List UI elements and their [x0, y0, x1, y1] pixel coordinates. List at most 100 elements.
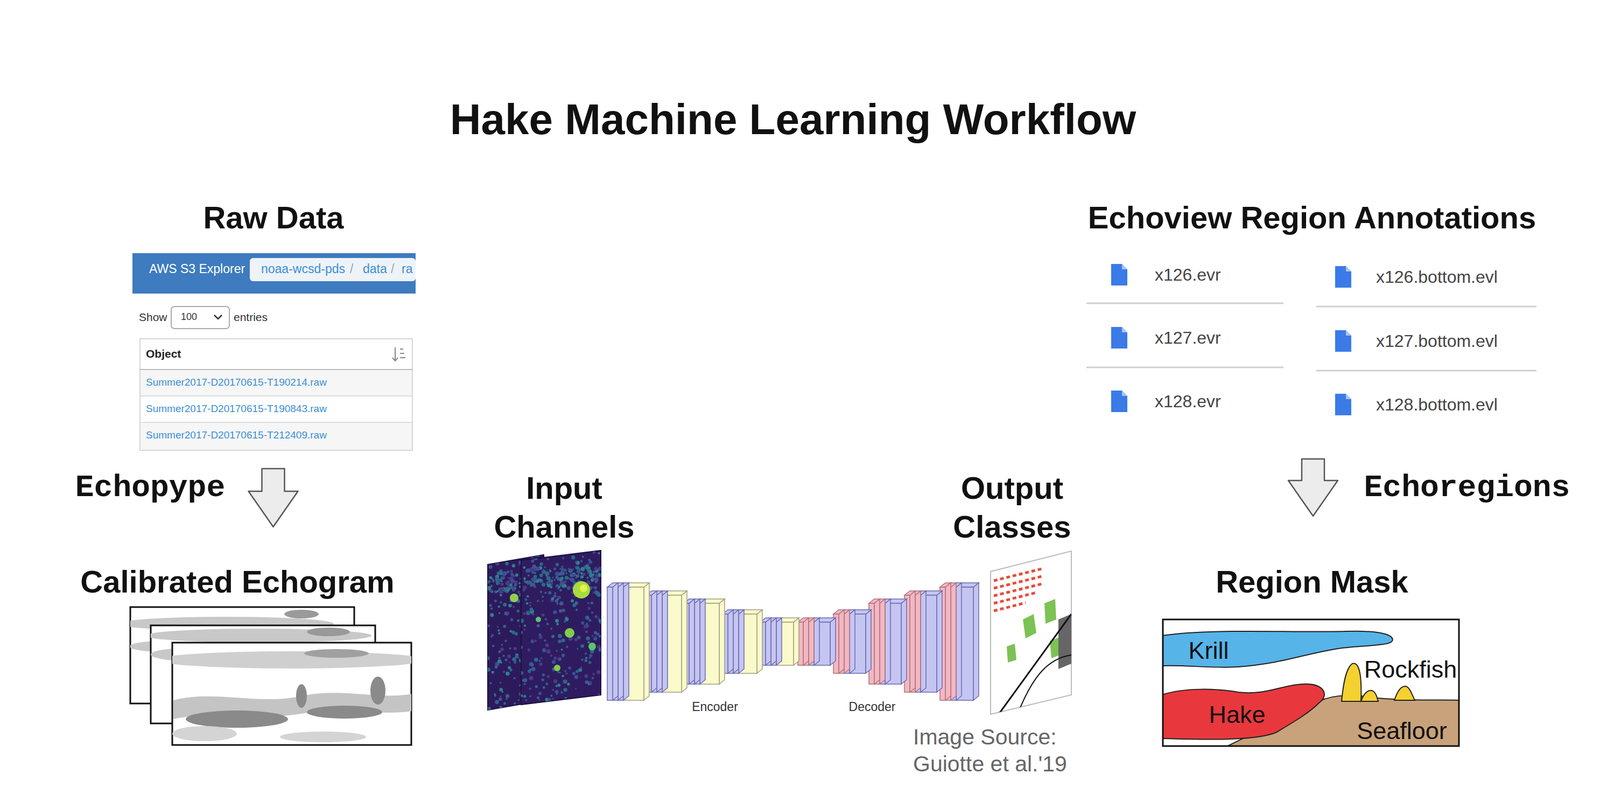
speckle	[574, 576, 577, 579]
speckle	[555, 649, 558, 652]
speckle	[512, 605, 515, 608]
speckle	[495, 560, 500, 566]
speckle	[489, 575, 493, 579]
speckle	[490, 633, 494, 637]
speckle	[586, 579, 591, 584]
speckle	[587, 601, 589, 604]
layer-slab	[879, 598, 886, 684]
speckle	[489, 603, 493, 607]
speckle	[584, 651, 587, 655]
layer-slab	[623, 582, 629, 700]
speckle	[579, 665, 582, 669]
speckle	[580, 658, 584, 661]
layer-slab	[833, 609, 845, 614]
speckle	[524, 579, 528, 583]
speckle	[597, 693, 600, 696]
layer-slab	[956, 582, 962, 700]
speckle	[585, 629, 589, 634]
speckle	[551, 576, 554, 579]
speckle	[546, 557, 550, 560]
speckle	[489, 588, 493, 593]
speckle	[570, 577, 575, 582]
echogram-stack	[118, 606, 426, 745]
speckle	[542, 685, 546, 689]
speckle	[559, 581, 564, 586]
speckle	[550, 654, 553, 657]
speckle	[561, 638, 566, 643]
speckle	[542, 568, 545, 571]
file-name: x127.evr	[1154, 327, 1221, 348]
speckle	[529, 675, 534, 680]
speckle	[548, 590, 552, 594]
speckle	[549, 569, 552, 572]
speckle	[574, 687, 577, 690]
speckle	[561, 653, 565, 657]
speckle	[534, 657, 539, 662]
speckle	[562, 608, 566, 612]
speckle	[586, 576, 589, 579]
speckle	[594, 635, 597, 638]
source-note: Image Source: Guiotte et al.'19	[913, 723, 1075, 777]
speckle	[535, 566, 540, 571]
layer-slab	[689, 598, 695, 684]
file-name: x126.bottom.evl	[1376, 266, 1498, 287]
speckle	[574, 637, 578, 642]
speckle	[572, 572, 575, 574]
speckle	[564, 579, 567, 583]
speckle	[555, 583, 559, 587]
speckle	[552, 594, 557, 598]
panel-heading: Raw Data	[202, 198, 344, 237]
speckle	[545, 642, 550, 647]
speckle	[497, 658, 502, 663]
ui-text: entries	[233, 310, 268, 324]
speckle	[529, 695, 532, 698]
layer-slab	[945, 582, 951, 700]
speckle	[546, 583, 551, 587]
layer-slab	[618, 582, 624, 700]
speckle	[497, 649, 501, 653]
speckle	[592, 586, 594, 588]
speckle	[585, 656, 588, 659]
speckle	[506, 570, 510, 574]
layer-slab	[765, 617, 771, 665]
speckle	[542, 595, 544, 598]
speckle	[544, 591, 547, 594]
layer-slab	[830, 617, 836, 665]
speckle	[580, 574, 584, 579]
speckle	[489, 612, 494, 617]
speckle	[583, 624, 588, 629]
speckle	[595, 632, 600, 636]
speckle	[495, 560, 498, 563]
speckle	[518, 563, 521, 566]
speckle	[553, 656, 557, 660]
speckle	[553, 566, 557, 570]
speckle	[598, 647, 602, 652]
speckle	[517, 698, 520, 701]
file-name: x128.evr	[1154, 390, 1221, 412]
speckle	[496, 590, 499, 593]
layer-slab	[756, 609, 763, 673]
layer-slab	[699, 598, 706, 684]
speckle	[566, 585, 571, 590]
panel-heading: Calibrated Echogram	[80, 562, 395, 601]
layer-slab	[868, 598, 880, 603]
speckle	[570, 598, 574, 602]
speckle	[551, 634, 555, 638]
speckle	[501, 571, 506, 576]
speckle	[538, 659, 541, 662]
speckle	[591, 611, 594, 614]
speckle	[486, 667, 491, 672]
speckle	[506, 611, 510, 615]
speckle	[524, 597, 528, 601]
speckle	[592, 573, 595, 576]
layer-slab	[733, 609, 739, 673]
speckle	[523, 682, 526, 685]
speckle	[556, 684, 558, 686]
speckle	[489, 681, 493, 684]
speckle	[574, 565, 577, 568]
speckle	[555, 571, 558, 574]
speckle	[542, 599, 544, 602]
speckle	[555, 689, 559, 693]
speckle	[544, 617, 547, 620]
speckle	[551, 659, 556, 664]
